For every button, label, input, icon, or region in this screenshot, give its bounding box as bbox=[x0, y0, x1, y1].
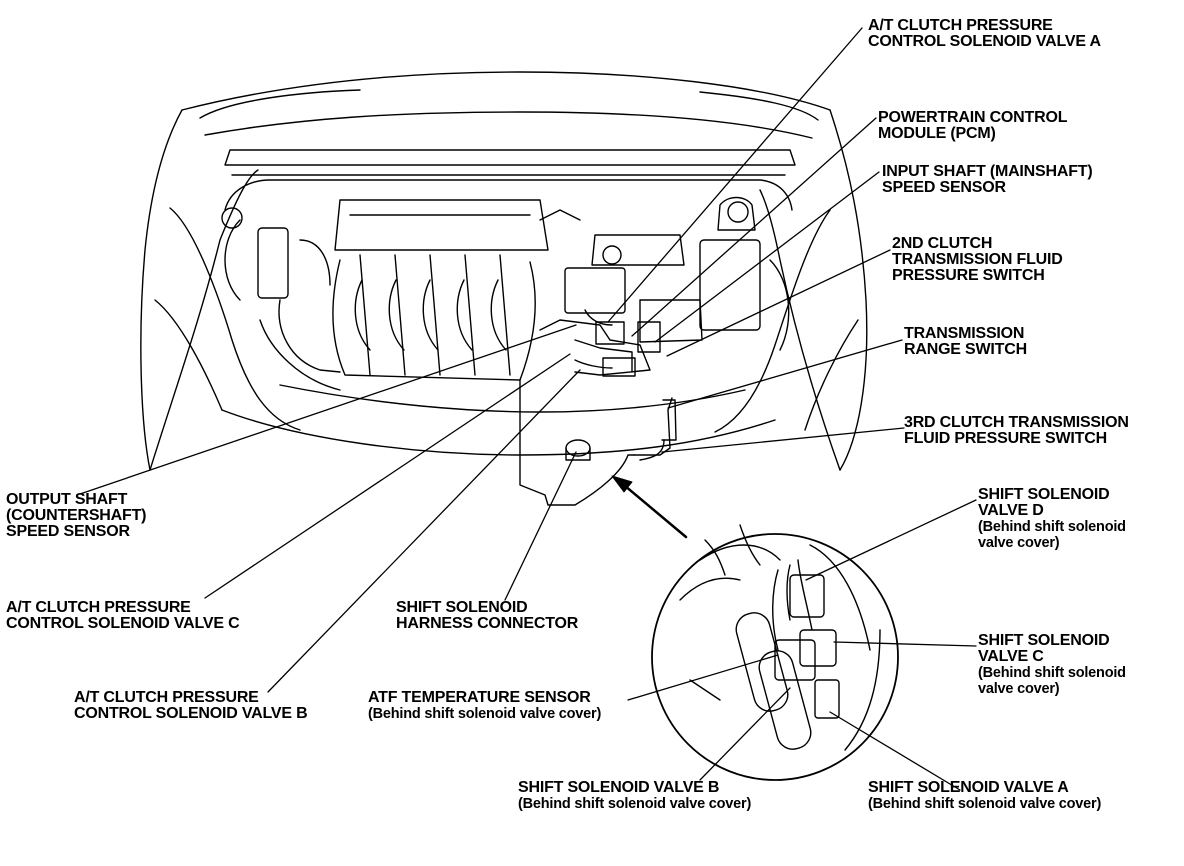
label-2nd-clutch-switch: 2ND CLUTCH TRANSMISSION FLUID PRESSURE S… bbox=[892, 235, 1063, 284]
label-output-shaft-sensor: OUTPUT SHAFT (COUNTERSHAFT) SPEED SENSOR bbox=[6, 491, 147, 540]
inset-arrow-head bbox=[611, 475, 633, 493]
label-shift-solenoid-d: SHIFT SOLENOID VALVE D (Behind shift sol… bbox=[978, 486, 1126, 552]
leader-lines bbox=[79, 27, 977, 791]
leader-harness bbox=[504, 451, 577, 601]
label-atc-valve-a: A/T CLUTCH PRESSURE CONTROL SOLENOID VAL… bbox=[868, 17, 1101, 50]
leader-range-switch bbox=[667, 339, 903, 409]
leader-shift-d bbox=[805, 499, 977, 581]
leader-input-shaft bbox=[654, 171, 880, 343]
label-harness-connector: SHIFT SOLENOID HARNESS CONNECTOR bbox=[396, 599, 579, 632]
label-shift-solenoid-c: SHIFT SOLENOID VALVE C (Behind shift sol… bbox=[978, 632, 1126, 698]
leader-second-clutch bbox=[666, 249, 891, 357]
label-atf-temp-sensor: ATF TEMPERATURE SENSOR (Behind shift sol… bbox=[368, 689, 602, 723]
label-input-shaft-sensor: INPUT SHAFT (MAINSHAFT) SPEED SENSOR bbox=[882, 163, 1093, 196]
detail-inset bbox=[651, 524, 899, 781]
leader-shift-a bbox=[829, 711, 961, 791]
label-3rd-clutch-switch: 3RD CLUTCH TRANSMISSION FLUID PRESSURE S… bbox=[904, 414, 1129, 447]
leader-shift-b bbox=[699, 687, 791, 781]
leader-atc-a bbox=[607, 27, 863, 323]
inset-arrow bbox=[616, 478, 688, 539]
engine-outline bbox=[221, 149, 796, 391]
transmission-case bbox=[519, 309, 677, 506]
vehicle-body-outline bbox=[140, 71, 868, 471]
label-shift-solenoid-a: SHIFT SOLENOID VALVE A (Behind shift sol… bbox=[868, 779, 1102, 813]
leader-pcm bbox=[631, 117, 877, 337]
label-atc-valve-b: A/T CLUTCH PRESSURE CONTROL SOLENOID VAL… bbox=[74, 689, 308, 722]
leader-shift-c bbox=[833, 641, 977, 647]
leader-third-clutch bbox=[661, 427, 905, 453]
label-shift-solenoid-b: SHIFT SOLENOID VALVE B (Behind shift sol… bbox=[518, 779, 752, 813]
label-atc-valve-c: A/T CLUTCH PRESSURE CONTROL SOLENOID VAL… bbox=[6, 599, 240, 632]
label-range-switch: TRANSMISSION RANGE SWITCH bbox=[904, 325, 1027, 358]
leader-atc-b bbox=[267, 369, 581, 693]
leader-atf-temp bbox=[627, 654, 779, 701]
leader-output-shaft bbox=[79, 324, 577, 495]
label-pcm: POWERTRAIN CONTROL MODULE (PCM) bbox=[878, 109, 1068, 142]
leader-atc-c bbox=[204, 353, 571, 599]
